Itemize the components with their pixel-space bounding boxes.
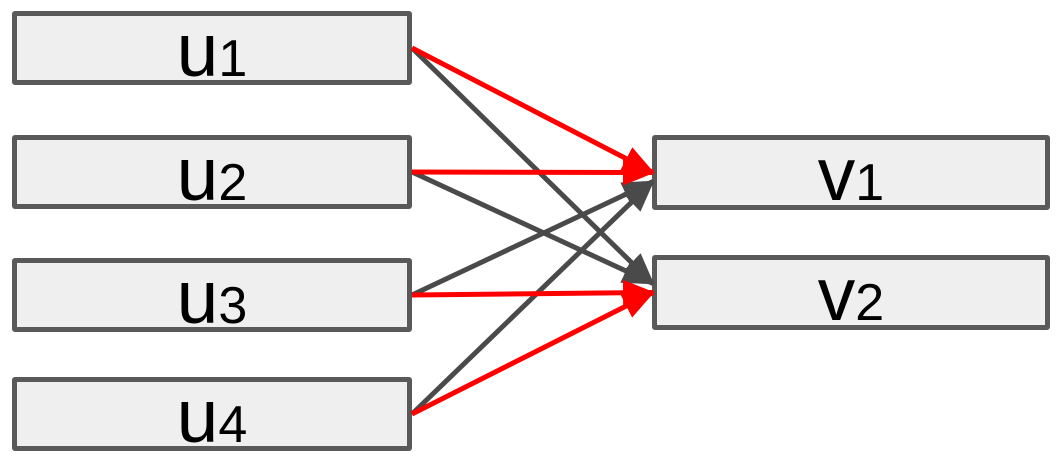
node-u1-label-sub: 1 <box>218 29 248 88</box>
edge-u2-v2 <box>410 169 655 286</box>
edge-u3-v2 <box>411 279 655 306</box>
edge-u4-v2 <box>410 290 655 417</box>
node-u2-label-sub: 2 <box>218 153 248 212</box>
node-v2-label-base: v <box>817 252 856 336</box>
node-u3: u3 <box>12 258 412 335</box>
edge-u2-v1 <box>411 159 655 186</box>
node-u3-label-base: u <box>176 254 219 339</box>
node-u4-label-sub: 4 <box>218 395 248 454</box>
node-v2: v2 <box>652 255 1050 332</box>
node-u2: u2 <box>12 135 412 212</box>
node-u2-label: u2 <box>177 136 248 212</box>
node-u3-label: u3 <box>177 259 248 335</box>
edge-u4-v1 <box>410 179 655 416</box>
node-v2-label-sub: 2 <box>855 274 885 332</box>
node-u1-label-base: u <box>176 7 219 92</box>
node-v1: v1 <box>652 135 1050 212</box>
node-v1-label: v1 <box>818 137 884 212</box>
node-u2-label-base: u <box>176 131 219 216</box>
edge-u1-v2 <box>410 46 655 286</box>
node-v1-label-base: v <box>817 132 856 216</box>
node-v1-label-sub: 1 <box>855 154 885 212</box>
node-v2-label: v2 <box>818 257 884 332</box>
node-u4-label-base: u <box>176 373 219 458</box>
node-u4: u4 <box>12 377 412 454</box>
node-u4-label: u4 <box>177 378 248 454</box>
edge-u3-v1 <box>410 179 655 298</box>
node-u3-label-sub: 3 <box>218 276 248 335</box>
edge-u1-v1 <box>410 45 655 175</box>
node-u1-label: u1 <box>177 12 248 88</box>
node-u1: u1 <box>12 11 412 88</box>
